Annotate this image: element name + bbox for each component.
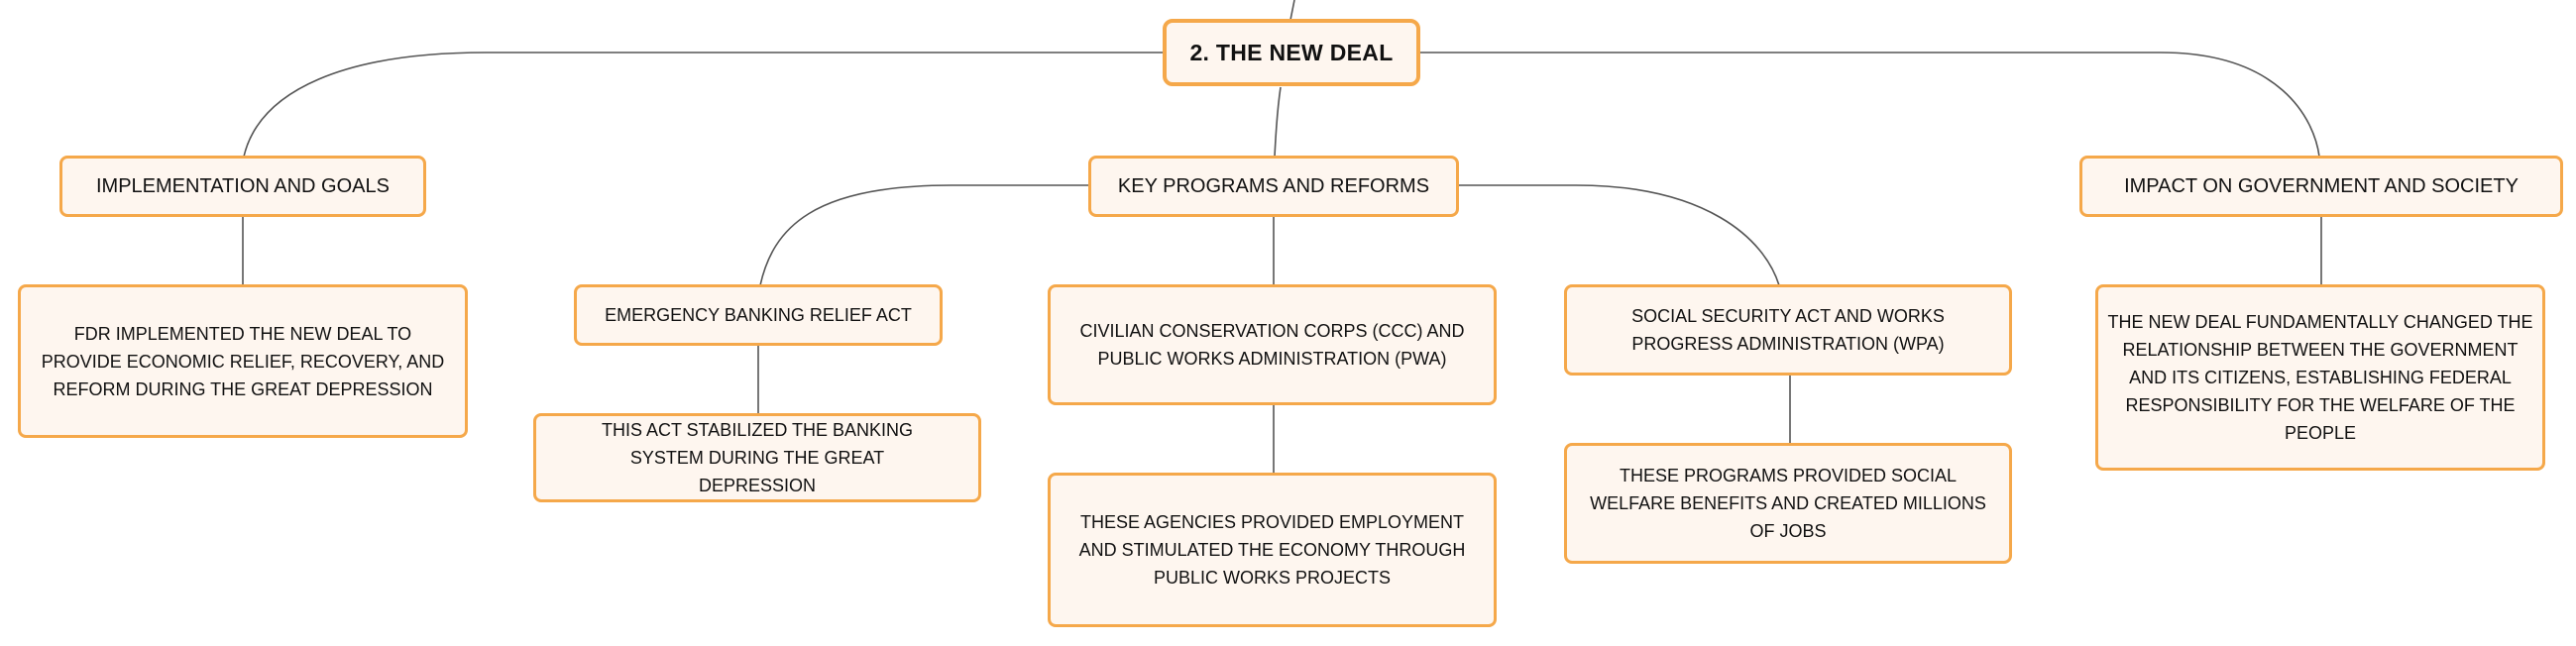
branch-impact-label: IMPACT ON GOVERNMENT AND SOCIETY xyxy=(2124,174,2519,197)
connector-parent-to-root xyxy=(1289,0,1295,21)
connector-programs-to-social xyxy=(1459,184,1780,286)
branch-programs-node[interactable]: KEY PROGRAMS AND REFORMS xyxy=(1088,156,1459,217)
program-banking-node[interactable]: EMERGENCY BANKING RELIEF ACT xyxy=(574,284,943,346)
implementation-detail-text: FDR IMPLEMENTED THE NEW DEAL TO PROVIDE … xyxy=(41,323,445,399)
implementation-detail-node[interactable]: FDR IMPLEMENTED THE NEW DEAL TO PROVIDE … xyxy=(18,284,468,438)
program-banking-label: EMERGENCY BANKING RELIEF ACT xyxy=(605,305,912,325)
root-node[interactable]: 2. THE NEW DEAL xyxy=(1163,19,1420,86)
branch-programs-label: KEY PROGRAMS AND REFORMS xyxy=(1117,174,1430,197)
banking-detail-text: THIS ACT STABILIZED THE BANKING SYSTEM D… xyxy=(601,420,914,495)
social-security-detail-text: THESE PROGRAMS PROVIDED SOCIAL WELFARE B… xyxy=(1590,466,1986,541)
connector-programs-to-banking xyxy=(759,184,1088,286)
social-security-detail-node[interactable]: THESE PROGRAMS PROVIDED SOCIAL WELFARE B… xyxy=(1564,443,2012,564)
root-label: 2. THE NEW DEAL xyxy=(1189,39,1394,65)
program-ccc-pwa-node[interactable]: CIVILIAN CONSERVATION CORPS (CCC) AND PU… xyxy=(1048,284,1497,405)
branch-impact-node[interactable]: IMPACT ON GOVERNMENT AND SOCIETY xyxy=(2079,156,2563,217)
program-social-security-node[interactable]: SOCIAL SECURITY ACT AND WORKS PROGRESS A… xyxy=(1564,284,2012,376)
branch-implementation-node[interactable]: IMPLEMENTATION AND GOALS xyxy=(59,156,426,217)
program-social-security-label: SOCIAL SECURITY ACT AND WORKS PROGRESS A… xyxy=(1631,306,1945,354)
branch-implementation-label: IMPLEMENTATION AND GOALS xyxy=(96,174,390,197)
ccc-pwa-detail-node[interactable]: THESE AGENCIES PROVIDED EMPLOYMENT AND S… xyxy=(1048,473,1497,627)
impact-detail-text: THE NEW DEAL FUNDAMENTALLY CHANGED THE R… xyxy=(2107,312,2533,443)
ccc-pwa-detail-text: THESE AGENCIES PROVIDED EMPLOYMENT AND S… xyxy=(1078,512,1466,588)
connector-root-to-impact xyxy=(1417,52,2320,158)
connector-root-to-programs xyxy=(1274,86,1282,158)
impact-detail-node[interactable]: THE NEW DEAL FUNDAMENTALLY CHANGED THE R… xyxy=(2095,284,2545,471)
connector-root-to-implementation xyxy=(243,52,1165,158)
banking-detail-node[interactable]: THIS ACT STABILIZED THE BANKING SYSTEM D… xyxy=(533,413,981,502)
program-ccc-pwa-label: CIVILIAN CONSERVATION CORPS (CCC) AND PU… xyxy=(1079,321,1465,369)
